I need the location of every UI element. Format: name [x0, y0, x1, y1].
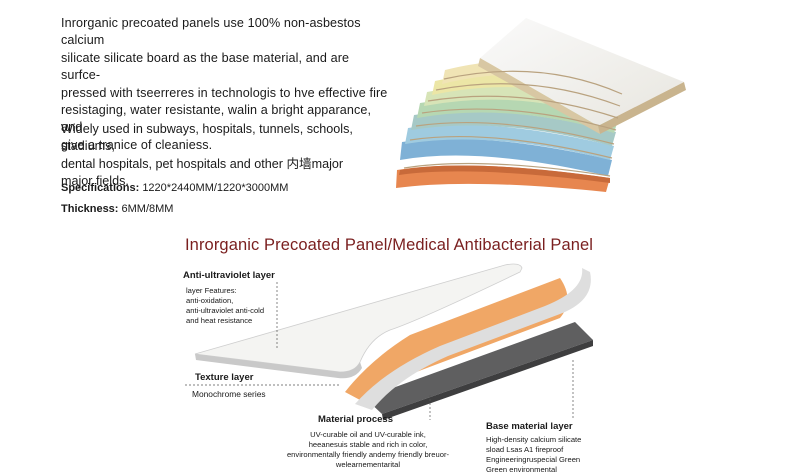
anti-uv-feature-line: layer Features:	[186, 286, 237, 295]
intro-line: give a tranice of cleaniess.	[61, 137, 213, 152]
material-desc: UV-curable oil and UV-curable ink, heean…	[268, 430, 468, 470]
base-desc: High-density calcium silicate sload Lsas…	[486, 435, 581, 475]
anti-uv-label: Anti-ultraviolet layer	[183, 270, 275, 281]
base-desc-line: High-density calcium silicate	[486, 435, 582, 444]
board-layers	[396, 18, 686, 192]
usage-line: Widely used in subways, hospitals, tunne…	[61, 122, 353, 154]
usage-line: major fields.	[61, 174, 129, 189]
thickness-label: Thickness:	[61, 203, 119, 215]
base-label: Base material layer	[486, 421, 573, 432]
spec-block: Specifications: 1220*2440MM/1220*3000MM …	[61, 180, 288, 217]
anti-uv-feature-line: anti-ultraviolet anti-cold	[186, 306, 265, 315]
film-layer-shape	[355, 268, 591, 410]
anti-uv-feature-line: and heat resistance	[186, 316, 253, 325]
texture-sub: Monochrome series	[192, 389, 266, 399]
spec-label: Specifications:	[61, 182, 140, 194]
intro-line: silicate silicate board as the base mate…	[61, 50, 350, 83]
thickness-row: Thickness: 6MM/8MM	[61, 201, 288, 217]
texture-label: Texture layer	[195, 372, 254, 383]
intro-line: resistaging, water resistante, walin a b…	[61, 103, 372, 135]
base-desc-line: Engineeringruspecial Green	[486, 455, 581, 464]
thickness-value: 6MM/8MM	[121, 203, 174, 215]
usage-line: dental hospitals, pet hospitals and othe…	[61, 156, 344, 171]
base-desc-line: Green environmental	[486, 465, 557, 474]
material-desc-line: heeanesuis stable and rich in color,	[308, 440, 428, 449]
material-desc-line: environmentally friendly andemy friendly…	[286, 450, 450, 459]
intro-paragraph: Inrorganic precoated panels use 100% non…	[61, 15, 391, 154]
intro-line: pressed with tseerreres in technologis t…	[61, 85, 388, 100]
base-desc-line: sload Lsas A1 fireproof	[486, 445, 564, 454]
diagram-title: Inrorganic Precoated Panel/Medical Antib…	[185, 236, 594, 254]
anti-uv-layer-shape	[194, 263, 523, 373]
usage-paragraph: Widely used in subways, hospitals, tunne…	[61, 121, 391, 191]
spec-row: Specifications: 1220*2440MM/1220*3000MM	[61, 180, 288, 196]
spec-value: 1220*2440MM/1220*3000MM	[142, 182, 289, 194]
anti-uv-features: layer Features: anti-oxidation, anti-ult…	[186, 286, 264, 326]
material-desc-line: welearnementarital	[335, 460, 401, 469]
anti-uv-feature-line: anti-oxidation,	[186, 296, 234, 305]
material-desc-line: UV-curable oil and UV-curable ink,	[310, 430, 426, 439]
base-layer-shape	[365, 322, 593, 414]
intro-line: Inrorganic precoated panels use 100% non…	[61, 16, 361, 48]
material-label: Material process	[318, 414, 393, 425]
